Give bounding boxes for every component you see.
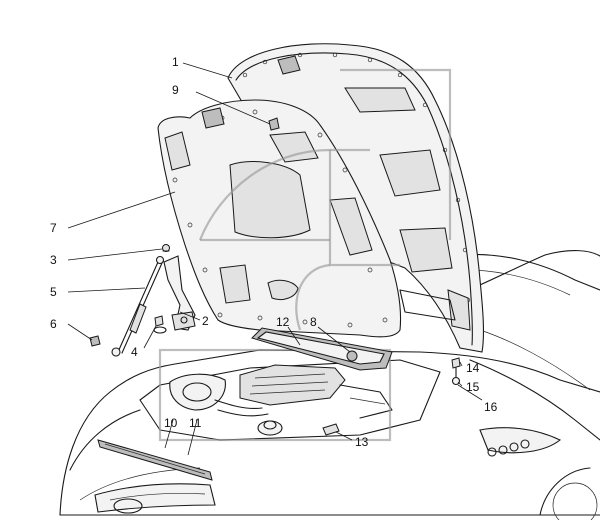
- bolt-part-4: [153, 315, 167, 334]
- callout-3: 3: [50, 253, 57, 267]
- rubber-bumper-part-8: [346, 350, 358, 362]
- gas-strut-part-5: [111, 255, 165, 357]
- front-seal-strip: [97, 439, 213, 481]
- engine-bay: [158, 348, 393, 442]
- callout-15: 15: [466, 380, 480, 394]
- hood-insulation-panel: [157, 99, 402, 338]
- fastener-part-6: [89, 335, 101, 347]
- bolt-part-3: [162, 244, 170, 252]
- clip-part-13: [322, 423, 340, 436]
- callout-12: 12: [276, 315, 290, 329]
- watermark-outline: [198, 68, 452, 331]
- callout-10: 10: [164, 416, 178, 430]
- callout-9: 9: [172, 83, 179, 97]
- callout-2: 2: [202, 314, 209, 328]
- callout-14: 14: [466, 361, 480, 375]
- callout-5: 5: [50, 285, 57, 299]
- callout-11: 11: [189, 416, 202, 430]
- fasteners-right: [451, 357, 461, 386]
- leader-lines: [67, 62, 483, 456]
- hinge-part-2: [163, 255, 196, 331]
- callout-1: 1: [172, 55, 179, 69]
- callout-16: 16: [484, 400, 498, 414]
- callout-8: 8: [310, 315, 317, 329]
- callout-7: 7: [50, 221, 57, 235]
- callout-6: 6: [50, 317, 57, 331]
- car-front-body: [59, 250, 600, 520]
- callout-labels: 1 2 3 4 5 6 7 8 9 10 11 12 13 14 15 16: [50, 55, 498, 449]
- callout-13: 13: [355, 435, 369, 449]
- callout-4: 4: [131, 345, 138, 359]
